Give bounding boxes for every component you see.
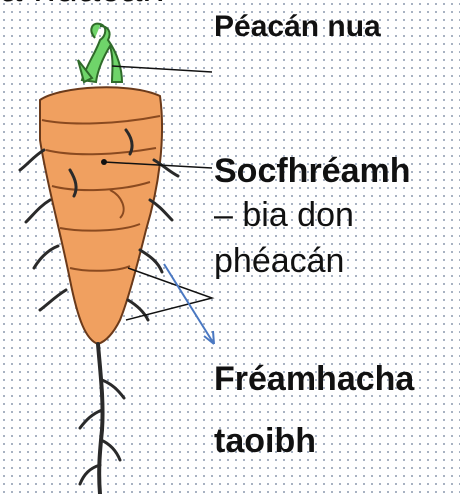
lateral-roots-label-line-1: Fréamhacha: [214, 348, 460, 410]
carrot-body: [40, 87, 162, 344]
taproot-label: Socfhréamh: [214, 152, 411, 191]
taproot-description: – bia don phéacán: [214, 192, 454, 284]
lateral-roots-label: Fréamhacha taoibh: [214, 348, 460, 472]
lateral-roots-arrow: [164, 264, 214, 344]
new-shoot-leaves: [78, 24, 122, 82]
taproot-tail: [98, 344, 103, 494]
taproot-description-line-2: phéacán: [214, 238, 454, 284]
taproot-marker-dot: [101, 159, 107, 165]
lateral-roots-leader-lines: [126, 268, 212, 320]
lateral-roots-label-line-2: taoibh: [214, 410, 460, 472]
new-shoot-leader-line: [112, 66, 212, 72]
new-shoot-label: Péacán nua: [214, 10, 381, 44]
taproot-description-line-1: – bia don: [214, 192, 454, 238]
